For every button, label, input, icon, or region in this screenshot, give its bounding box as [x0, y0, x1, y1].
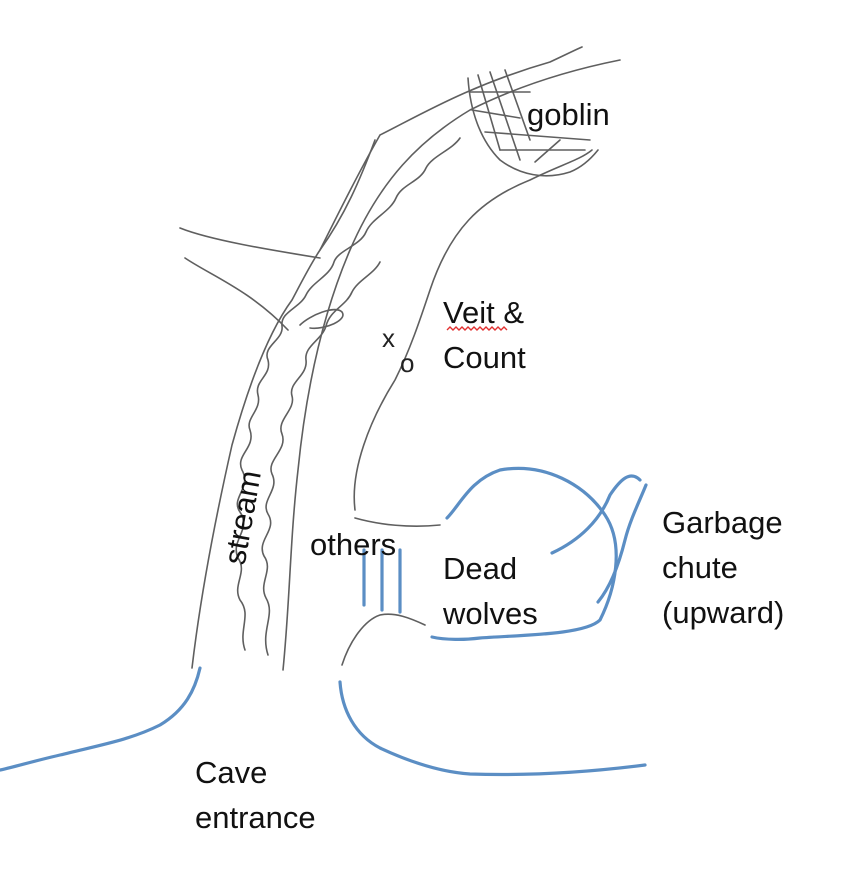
goblin-room-outline	[467, 77, 599, 177]
garbage-chute-line-1	[550, 474, 642, 555]
label-goblin-text: goblin	[527, 97, 610, 132]
label-garbage-chute-line-2: chute	[662, 550, 738, 585]
label-goblin: goblin	[527, 92, 610, 137]
label-dead-wolves: Dead wolves	[443, 546, 538, 636]
stream-squiggle-2	[261, 261, 381, 656]
marker-x: x	[382, 325, 395, 351]
goblin-hatch-3	[504, 69, 531, 141]
label-garbage-chute: Garbage chute (upward)	[662, 500, 784, 635]
entrance-left-ground	[0, 666, 202, 772]
marker-x-text: x	[382, 323, 395, 353]
label-cave-entrance: Cave entrance	[195, 750, 316, 840]
label-veit-count: Veit & Count	[443, 290, 526, 380]
entrance-right-ground	[338, 680, 647, 777]
left-branch-lower	[184, 257, 289, 331]
label-dead-wolves-line-2: wolves	[443, 596, 538, 631]
stream-right-bank	[282, 59, 621, 671]
garbage-chute-line-2	[596, 483, 648, 604]
label-others: others	[310, 522, 396, 567]
marker-o-text: o	[400, 348, 415, 378]
others-alcove-top	[354, 517, 441, 527]
left-branch-upper	[179, 227, 321, 259]
stream-squiggle	[235, 137, 461, 651]
label-veit-count-line-2: Count	[443, 340, 526, 375]
label-veit-count-line-1: Veit &	[443, 295, 524, 330]
goblin-hatch-5	[471, 109, 521, 119]
spellcheck-underline	[446, 326, 508, 331]
label-dead-wolves-line-1: Dead	[443, 551, 518, 586]
goblin-hatch-6	[484, 131, 591, 141]
goblin-hatch-8	[534, 139, 561, 163]
marker-o: o	[400, 350, 414, 376]
label-others-text: others	[310, 527, 397, 562]
left-cave-wall	[191, 46, 583, 669]
label-cave-entrance-line-1: Cave	[195, 755, 268, 790]
wolves-room-outline	[430, 466, 618, 641]
others-alcove-bottom	[341, 613, 426, 666]
label-cave-entrance-line-2: entrance	[195, 800, 316, 835]
left-branch-top	[319, 139, 376, 251]
stream-loop	[299, 308, 344, 330]
label-garbage-chute-line-1: Garbage	[662, 505, 783, 540]
right-cave-wall	[353, 149, 593, 511]
label-garbage-chute-line-3: (upward)	[662, 595, 785, 630]
